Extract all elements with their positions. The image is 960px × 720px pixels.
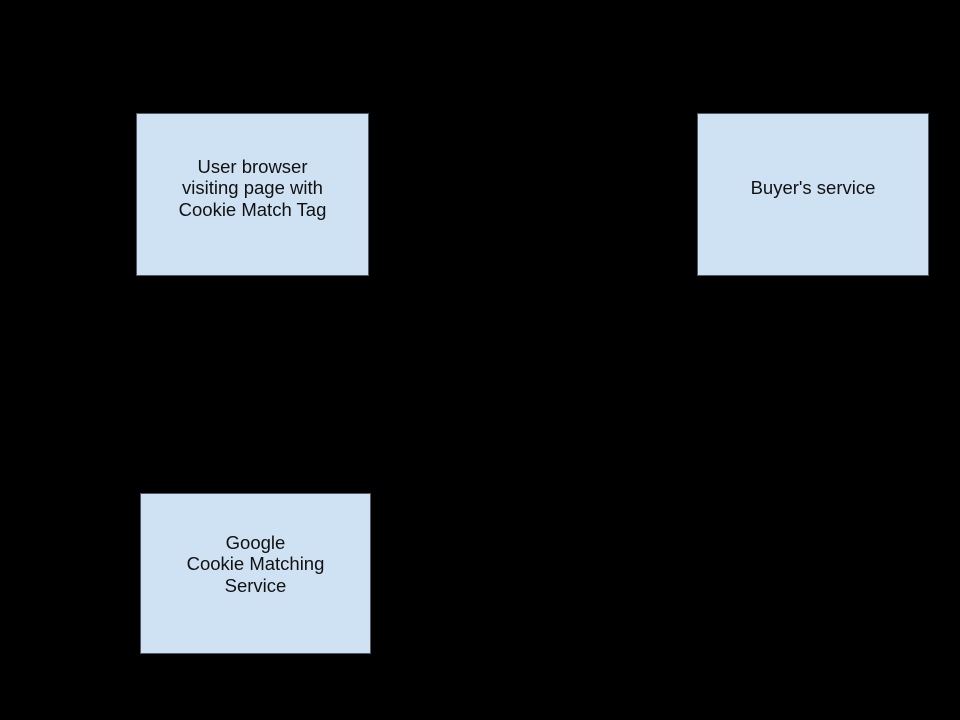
- node-label: Google Cookie Matching Service: [187, 532, 325, 597]
- node-user-browser: User browser visiting page with Cookie M…: [136, 113, 369, 276]
- node-label-line: Cookie Match Tag: [178, 198, 327, 220]
- node-label-line: visiting page with: [182, 177, 323, 199]
- node-label: Buyer's service: [751, 177, 876, 199]
- node-label: User browser visiting page with Cookie M…: [179, 156, 327, 221]
- node-label-line: Buyer's service: [750, 177, 876, 199]
- node-label-line: User browser: [197, 155, 308, 177]
- node-label-line: Cookie Matching: [186, 553, 325, 575]
- node-google-cookie-matching-service: Google Cookie Matching Service: [140, 493, 371, 654]
- node-buyers-service: Buyer's service: [697, 113, 929, 276]
- node-label-line: Service: [224, 574, 287, 596]
- node-label-line: Google: [225, 531, 286, 553]
